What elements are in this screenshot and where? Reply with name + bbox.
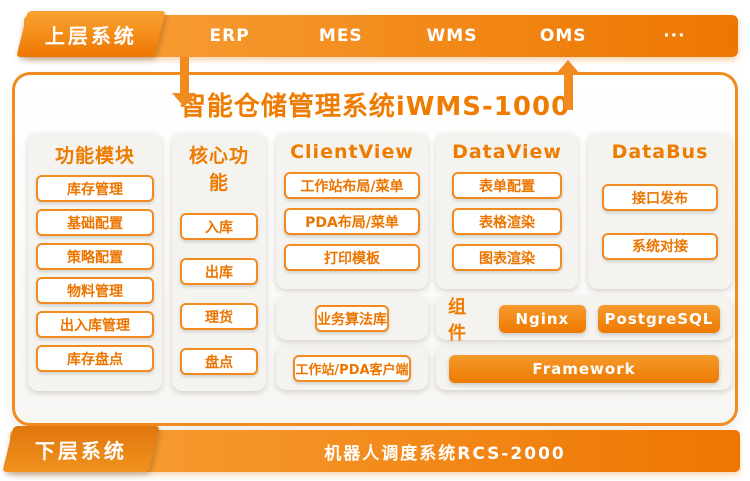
node-chart-render: 图表渲染 (452, 244, 562, 271)
node-tallying: 理货 (180, 303, 258, 330)
node-print-template: 打印模板 (284, 244, 420, 271)
upper-system-badge-label: 上层系统 (45, 23, 137, 48)
panel-databus: DataBus 接口发布 系统对接 (588, 133, 732, 289)
upper-system-badge: 上层系统 (16, 11, 166, 57)
tab-wms: WMS (426, 26, 478, 46)
arrow-down-icon (172, 57, 196, 107)
arrow-shaft (179, 57, 189, 93)
node-pda-layout-menu: PDA布局/菜单 (284, 208, 420, 235)
panel-title: 核心功能 (188, 145, 249, 194)
panel-framework: Framework (436, 347, 732, 390)
node-business-algorithm-lib: 业务算法库 (315, 305, 389, 332)
panel-dataview: DataView 表单配置 表格渲染 图表渲染 (436, 133, 578, 289)
panel-title: DataBus (611, 141, 709, 163)
panel-title: 功能模块 (54, 145, 135, 167)
panel-title: DataView (452, 141, 562, 163)
arrow-shaft (563, 74, 573, 110)
node-system-integration: 系统对接 (602, 232, 718, 260)
diagram-title: 智能仓储管理系统iWMS-1000 (179, 92, 571, 122)
framework-badge: Framework (449, 354, 719, 383)
lower-system-badge-label: 下层系统 (35, 438, 127, 463)
node-strategy-config: 策略配置 (36, 243, 154, 270)
node-inbound: 入库 (180, 213, 258, 240)
rcs-system-label: 机器人调度系统RCS-2000 (324, 443, 566, 464)
panel-algorithm-lib: 业务算法库 (276, 297, 428, 340)
node-outbound: 出库 (180, 258, 258, 285)
databus-nodes: 接口发布 系统对接 (596, 163, 724, 281)
panel-components: 组件 Nginx PostgreSQL (436, 297, 732, 344)
panel-clientview: ClientView 工作站布局/菜单 PDA布局/菜单 打印模板 (276, 133, 428, 289)
postgresql-badge: PostgreSQL (597, 304, 720, 333)
node-table-render: 表格渲染 (452, 208, 562, 235)
node-inbound-outbound-management: 出入库管理 (36, 311, 154, 338)
upper-systems-tabs: ERP MES WMS OMS ··· (174, 15, 730, 57)
tab-more: ··· (663, 26, 686, 46)
node-form-config: 表单配置 (452, 172, 562, 199)
panel-title: ClientView (290, 141, 414, 163)
node-workstation-layout-menu: 工作站布局/菜单 (284, 172, 420, 199)
arrow-head (556, 60, 580, 74)
panel-function-modules: 功能模块 库存管理 基础配置 策略配置 物料管理 出入库管理 库存盘点 (28, 133, 162, 391)
tab-erp: ERP (209, 26, 250, 46)
node-stock-taking: 库存盘点 (36, 345, 154, 372)
panel-core-functions: 核心功能 入库 出库 理货 盘点 (172, 133, 266, 391)
arrow-head (172, 93, 196, 107)
panel-client-app: 工作站/PDA客户端 (276, 347, 428, 390)
arrow-up-icon (556, 60, 580, 110)
components-label: 组件 (448, 296, 468, 344)
nginx-badge: Nginx (498, 304, 586, 333)
lower-system-badge: 下层系统 (2, 426, 160, 472)
node-api-publish: 接口发布 (602, 184, 718, 212)
node-workstation-pda-client: 工作站/PDA客户端 (293, 355, 411, 382)
node-material-management: 物料管理 (36, 277, 154, 304)
node-stocktake: 盘点 (180, 348, 258, 375)
node-basic-config: 基础配置 (36, 209, 154, 236)
node-inventory-management: 库存管理 (36, 175, 154, 202)
tab-oms: OMS (539, 26, 587, 46)
tab-mes: MES (318, 26, 363, 46)
